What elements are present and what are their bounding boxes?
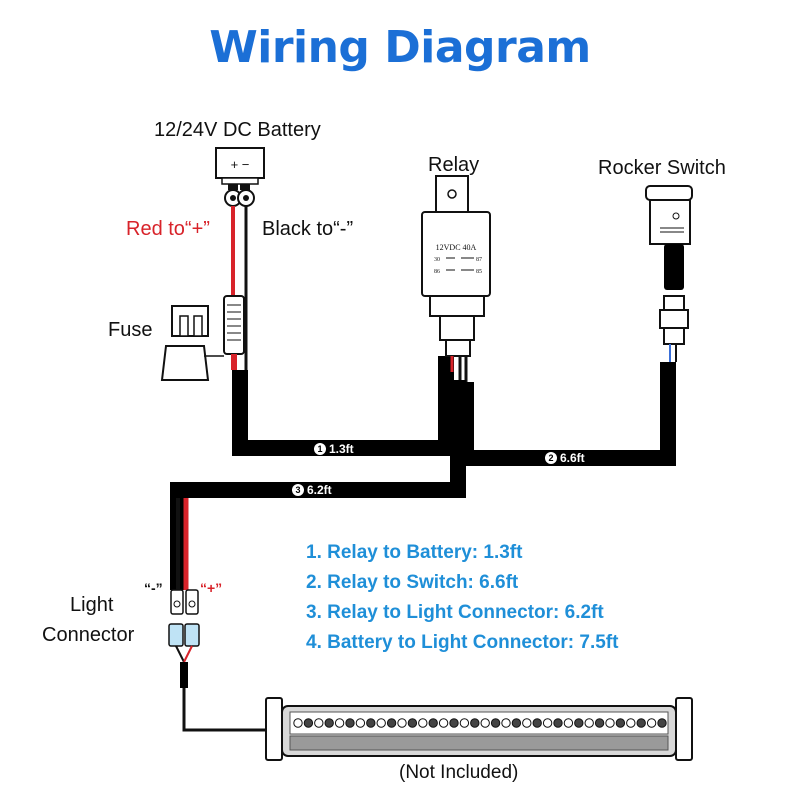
led-lens	[397, 718, 407, 728]
led-lens	[366, 718, 376, 728]
led-lens	[626, 718, 636, 728]
led-lens	[418, 718, 428, 728]
led-lens	[438, 718, 449, 728]
led-lens	[646, 718, 657, 728]
led-lens	[480, 718, 490, 728]
led-lens	[605, 718, 615, 728]
led-lens	[574, 718, 584, 728]
svg-text:6.6ft: 6.6ft	[560, 451, 585, 465]
led-lens	[428, 718, 438, 728]
led-lens	[324, 718, 334, 728]
relay-pin-87: 87	[476, 257, 482, 263]
legend-item: 2. Relay to Switch: 6.6ft	[306, 572, 519, 593]
led-lens	[386, 718, 397, 728]
svg-text:6.2ft: 6.2ft	[307, 483, 332, 497]
led-lens	[293, 718, 303, 728]
page-title: Wiring Diagram	[209, 22, 591, 73]
relay-pin-86: 86	[434, 269, 440, 275]
battery-terminal-label: + −	[231, 157, 250, 172]
relay-label: Relay	[428, 154, 480, 176]
led-lens	[532, 718, 542, 728]
light-bar-icon	[265, 697, 693, 761]
light-bar-lead	[182, 688, 286, 732]
led-lens	[615, 718, 626, 728]
led-lens	[594, 718, 605, 728]
led-lens	[470, 718, 480, 728]
relay-pin-30: 30	[434, 257, 440, 263]
led-lens	[303, 718, 314, 728]
svg-text:1: 1	[317, 444, 322, 454]
svg-text:2: 2	[548, 453, 553, 463]
red-to-label: Red to“+”	[126, 218, 210, 240]
led-lens	[355, 718, 366, 728]
light-connector-label-line1: Light	[70, 594, 114, 616]
fuse-holder-icon	[223, 295, 245, 370]
relay-pin-85: 85	[476, 269, 482, 275]
minus-label: “-”	[144, 580, 163, 596]
relay-icon: 12VDC 40A 30 87 86 85	[421, 175, 491, 357]
not-included-label: (Not Included)	[399, 762, 519, 783]
led-lens	[334, 718, 345, 728]
black-to-label: Black to“-”	[262, 218, 354, 240]
led-lens	[490, 718, 501, 728]
blade-fuse-icon	[160, 305, 224, 381]
cable-length-legend: 1. Relay to Battery: 1.3ft 2. Relay to S…	[306, 538, 618, 658]
led-lens	[657, 718, 667, 728]
led-lens	[314, 718, 324, 728]
relay-rating: 12VDC 40A	[436, 243, 477, 252]
cable-segment-1	[232, 356, 454, 456]
svg-text:3: 3	[295, 485, 300, 495]
led-lens	[522, 718, 532, 728]
legend-item: 4. Battery to Light Connector: 7.5ft	[306, 632, 619, 653]
rocker-switch-label: Rocker Switch	[598, 157, 726, 179]
segment-label-2: 2 6.6ft	[545, 451, 585, 465]
fuse-label: Fuse	[108, 319, 153, 341]
legend-item: 1. Relay to Battery: 1.3ft	[306, 542, 523, 563]
segment-label-1: 1 1.3ft	[314, 442, 354, 456]
led-lens	[553, 718, 563, 728]
led-lens	[449, 718, 459, 728]
led-lens	[376, 718, 386, 728]
led-lens	[407, 718, 418, 728]
light-connector-label-line2: Connector	[42, 624, 135, 646]
plus-label: “+”	[200, 580, 223, 596]
led-lens	[501, 718, 511, 728]
battery-label: 12/24V DC Battery	[154, 119, 321, 141]
led-lens	[459, 718, 470, 728]
segment-label-3: 3 6.2ft	[292, 483, 332, 497]
led-lens	[563, 718, 574, 728]
led-lens	[636, 718, 646, 728]
spade-connectors-icon	[168, 589, 200, 688]
rocker-switch-icon	[645, 185, 693, 362]
led-lens	[584, 718, 594, 728]
led-lens	[345, 718, 355, 728]
legend-item: 3. Relay to Light Connector: 6.2ft	[306, 602, 604, 623]
cable-segment-2	[458, 362, 676, 466]
led-lens	[511, 718, 522, 728]
led-lens	[542, 718, 553, 728]
svg-text:1.3ft: 1.3ft	[329, 442, 354, 456]
